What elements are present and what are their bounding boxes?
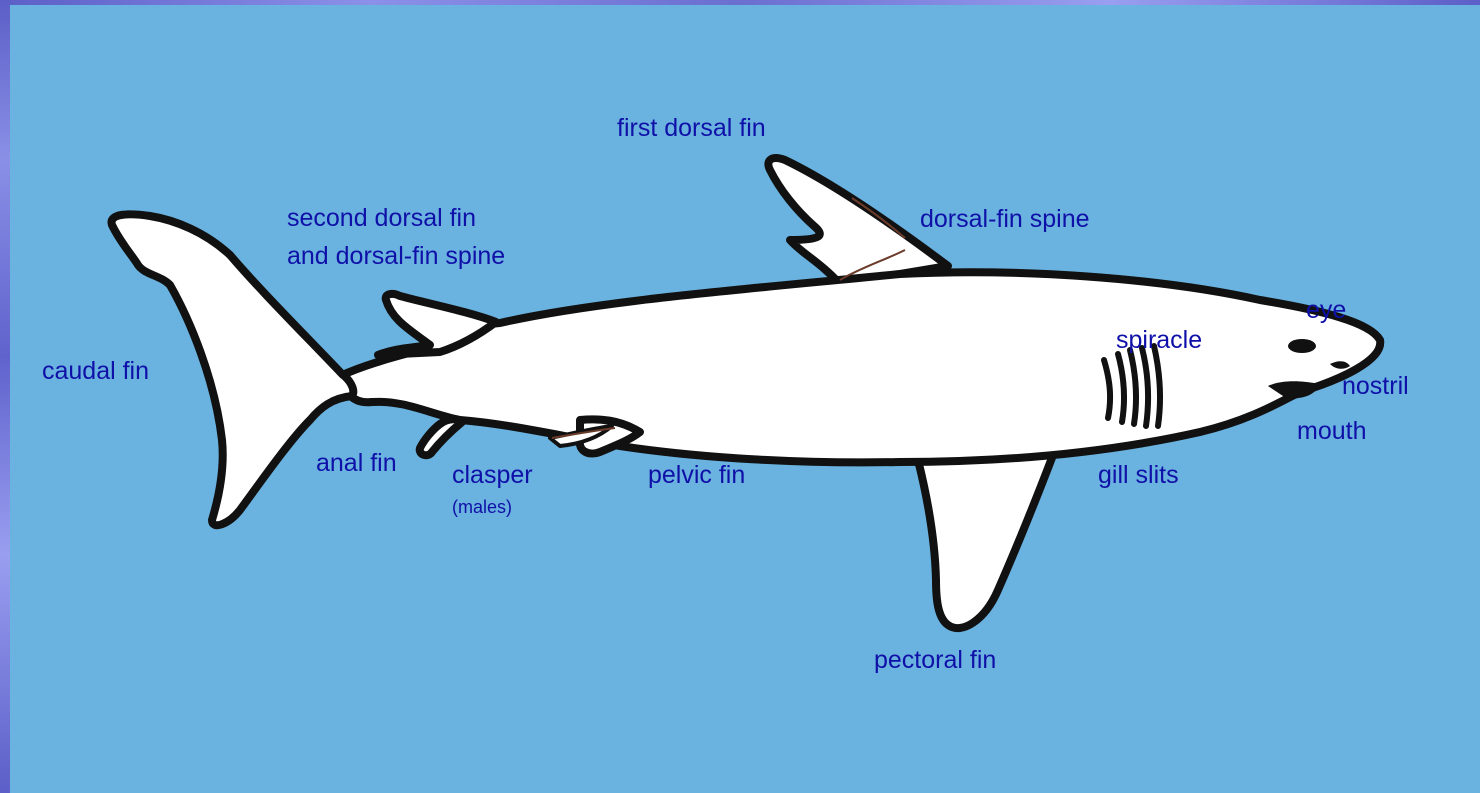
label-second-dorsal-fin-line1: second dorsal fin xyxy=(287,202,476,234)
label-pelvic-fin: pelvic fin xyxy=(648,459,745,491)
label-clasper: clasper xyxy=(452,459,533,491)
label-caudal-fin: caudal fin xyxy=(42,355,149,387)
label-dorsal-fin-spine: dorsal-fin spine xyxy=(920,203,1090,235)
anal-fin-shape xyxy=(420,419,462,455)
label-eye: eye xyxy=(1306,294,1346,326)
label-mouth: mouth xyxy=(1297,415,1366,447)
label-nostril: nostril xyxy=(1342,370,1409,402)
label-spiracle: spiracle xyxy=(1116,324,1202,356)
label-clasper-note: (males) xyxy=(452,496,512,518)
label-second-dorsal-fin-line2: and dorsal-fin spine xyxy=(287,240,505,272)
label-first-dorsal-fin: first dorsal fin xyxy=(617,112,766,144)
label-anal-fin: anal fin xyxy=(316,447,397,479)
label-pectoral-fin: pectoral fin xyxy=(874,644,996,676)
eye-mark xyxy=(1288,339,1316,353)
label-gill-slits: gill slits xyxy=(1098,459,1179,491)
